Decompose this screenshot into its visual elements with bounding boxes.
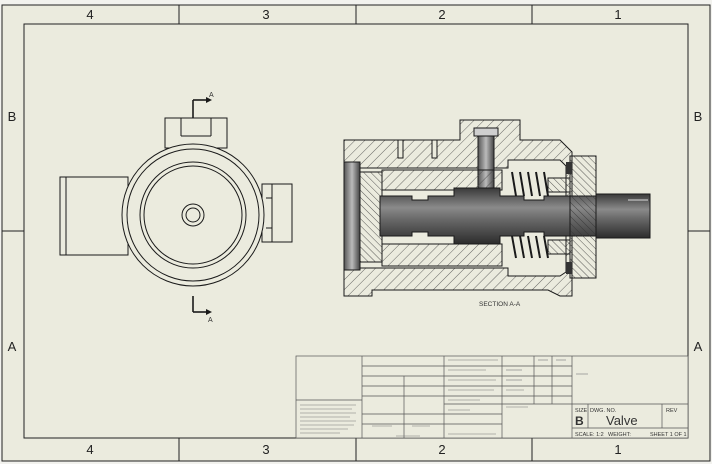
zone-label-bottom-3: 3 — [262, 442, 269, 457]
size-label: SIZE — [575, 408, 588, 414]
scale-text: SCALE: 1:2 — [575, 432, 604, 438]
section-arrow-bottom — [206, 309, 212, 315]
zone-label-bottom-2: 2 — [438, 442, 445, 457]
zone-label-top-4: 4 — [86, 7, 93, 22]
zone-label-top-3: 3 — [262, 7, 269, 22]
zone-ticks — [2, 5, 710, 461]
front-view[interactable] — [59, 117, 293, 287]
section-marker-top: A — [209, 92, 214, 99]
sheet-text: SHEET 1 OF 1 — [650, 432, 687, 438]
zone-label-top-1: 1 — [614, 7, 621, 22]
zone-label-left-a: A — [8, 339, 17, 354]
drawing-title: Valve — [606, 413, 638, 428]
section-arrow-top — [206, 97, 212, 103]
section-caption: SECTION A-A — [479, 301, 521, 308]
zone-label-left-b: B — [8, 109, 17, 124]
zone-label-right-b: B — [694, 109, 703, 124]
zone-label-bottom-4: 4 — [86, 442, 93, 457]
section-view[interactable] — [343, 119, 651, 297]
title-block — [295, 355, 689, 439]
section-cut-line — [192, 99, 206, 313]
section-marker-bottom: A — [208, 317, 213, 324]
weight-text: WEIGHT: — [608, 432, 631, 438]
dwg-no-label: DWG. NO. — [590, 408, 617, 414]
zone-label-top-2: 2 — [438, 7, 445, 22]
size-value: B — [575, 414, 584, 428]
rev-label: REV — [666, 408, 678, 414]
zone-label-bottom-1: 1 — [614, 442, 621, 457]
zone-label-right-a: A — [694, 339, 703, 354]
title-block-notes — [300, 359, 588, 437]
